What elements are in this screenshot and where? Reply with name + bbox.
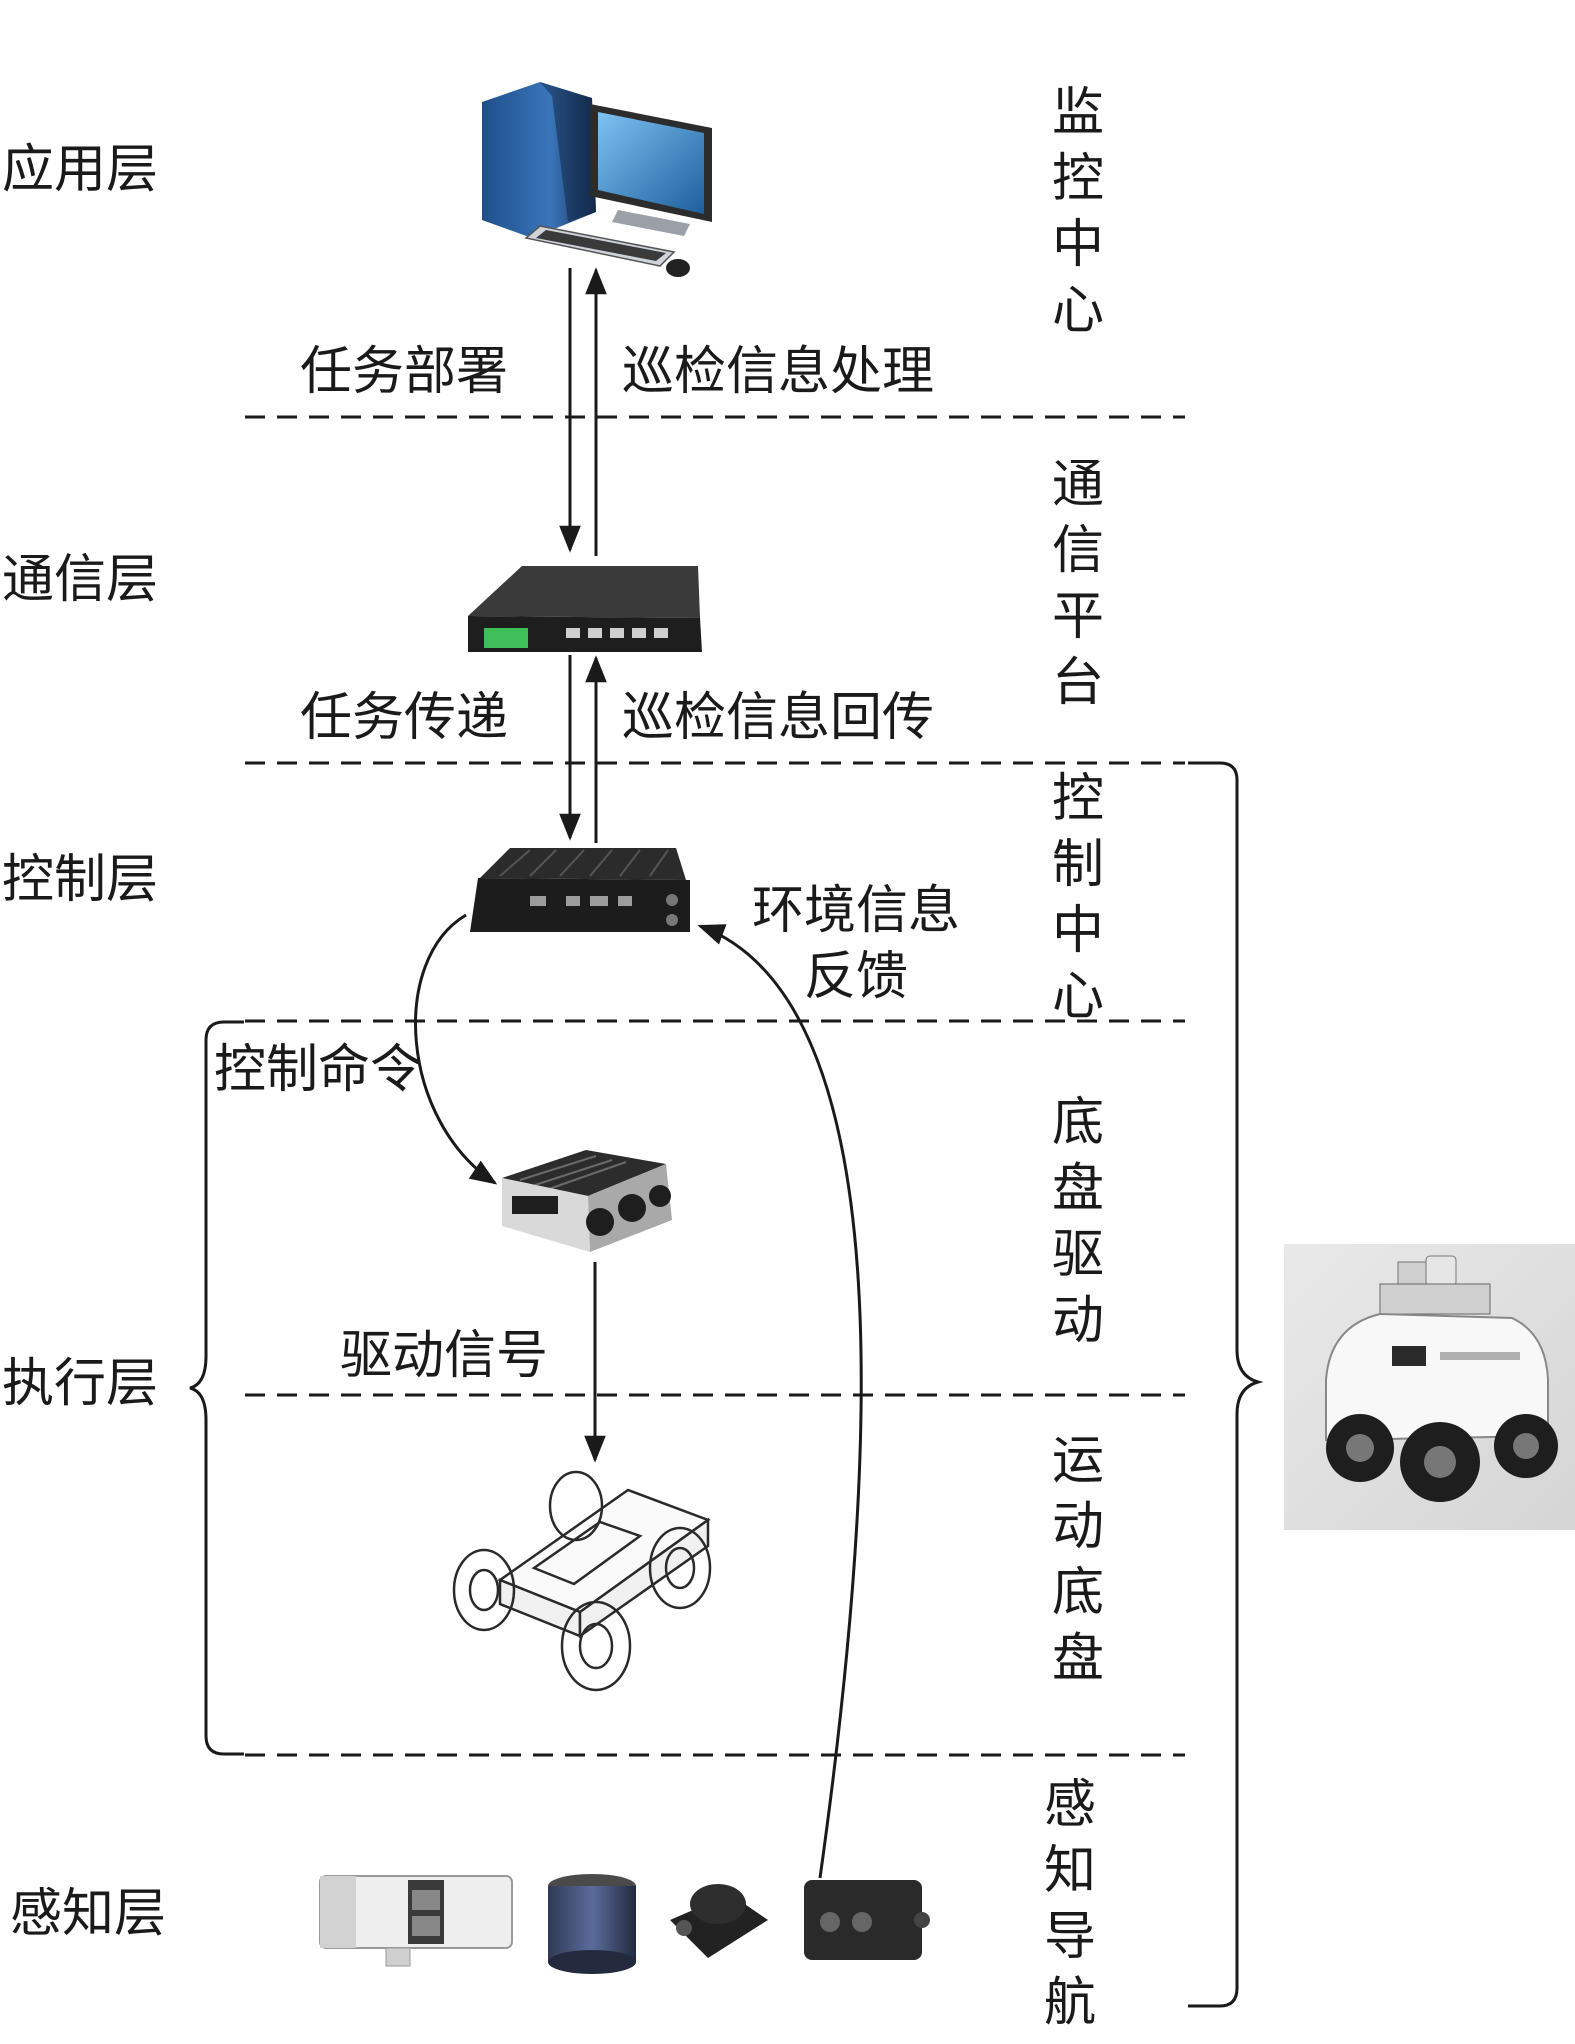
vertical-char: 控: [1051, 769, 1104, 829]
vertical-char: 中: [1051, 901, 1104, 961]
vertical-char: 盘: [1051, 1159, 1104, 1219]
vertical-char: 台: [1051, 653, 1104, 713]
vertical-char: 驱: [1051, 1225, 1104, 1285]
robot-chassis-icon: [452, 1470, 712, 1692]
layer-label-execution: 执行层: [2, 1354, 159, 1414]
layer-separators: [245, 415, 1185, 1757]
module-label-chassis-drive: 底盘驱动: [1048, 1090, 1108, 1354]
vertical-char: 动: [1051, 1291, 1104, 1351]
flow-arrows: [414, 267, 863, 1879]
execution-layer-brace: [189, 1020, 244, 1756]
flow-label-task-transfer: 任务传递: [300, 688, 509, 748]
flow-label-environment-feedback-line2: 反馈: [804, 947, 909, 1007]
motor-driver-icon: [502, 1150, 672, 1252]
vertical-char: 通: [1051, 455, 1104, 515]
layer-label-perception: 感知层: [10, 1884, 167, 1944]
vertical-char: 中: [1051, 215, 1104, 275]
industrial-computer-icon: [470, 848, 690, 932]
network-switch-icon: [468, 566, 702, 652]
module-label-monitoring-center: 监控中心: [1048, 80, 1108, 344]
vertical-char: 心: [1051, 967, 1104, 1027]
vertical-char: 盘: [1051, 1629, 1104, 1689]
desktop-computer-icon: [482, 82, 712, 277]
flow-label-environment-feedback-line1: 环境信息: [752, 881, 961, 941]
vertical-char: 运: [1051, 1431, 1104, 1491]
vertical-char: 导: [1043, 1907, 1096, 1967]
vertical-char: 感: [1043, 1775, 1096, 1835]
vertical-char: 心: [1051, 281, 1104, 341]
module-label-control-center: 控制中心: [1048, 766, 1108, 1030]
vertical-char: 监: [1051, 83, 1104, 143]
flow-label-task-deployment: 任务部署: [300, 342, 509, 402]
flow-label-inspection-info-processing: 巡检信息处理: [622, 342, 935, 402]
stereo-camera-icon: [804, 1880, 930, 1960]
layer-label-application: 应用层: [2, 140, 159, 200]
layer-label-communication: 通信层: [2, 550, 159, 610]
inspection-robot-icon: [1284, 1244, 1575, 1530]
camera-icon: [319, 1875, 513, 1967]
vertical-char: 平: [1051, 587, 1104, 647]
module-label-perception-navigation: 感知导航: [1040, 1772, 1100, 2036]
flow-label-drive-signal: 驱动信号: [340, 1326, 549, 1386]
arrow-control-command: [414, 913, 498, 1185]
vertical-char: 知: [1043, 1841, 1096, 1901]
flow-label-control-command: 控制命令: [214, 1040, 423, 1100]
flow-label-inspection-info-return: 巡检信息回传: [622, 688, 935, 748]
module-label-motion-chassis: 运动底盘: [1048, 1428, 1108, 1692]
imu-icon: [670, 1884, 768, 1958]
robot-system-brace: [1188, 761, 1264, 2008]
arrow-environment-feedback: [697, 924, 863, 1879]
vertical-char: 底: [1051, 1563, 1104, 1623]
lidar-icon: [548, 1874, 636, 1974]
vertical-char: 航: [1043, 1973, 1096, 2033]
flow-label-environment-feedback: 环境信息 反馈: [752, 878, 960, 1010]
module-label-communication-platform: 通信平台: [1048, 452, 1108, 716]
vertical-char: 动: [1051, 1497, 1104, 1557]
layer-label-control: 控制层: [2, 850, 159, 910]
vertical-char: 底: [1051, 1093, 1104, 1153]
vertical-char: 制: [1051, 835, 1104, 895]
vertical-char: 控: [1051, 149, 1104, 209]
vertical-char: 信: [1051, 521, 1104, 581]
